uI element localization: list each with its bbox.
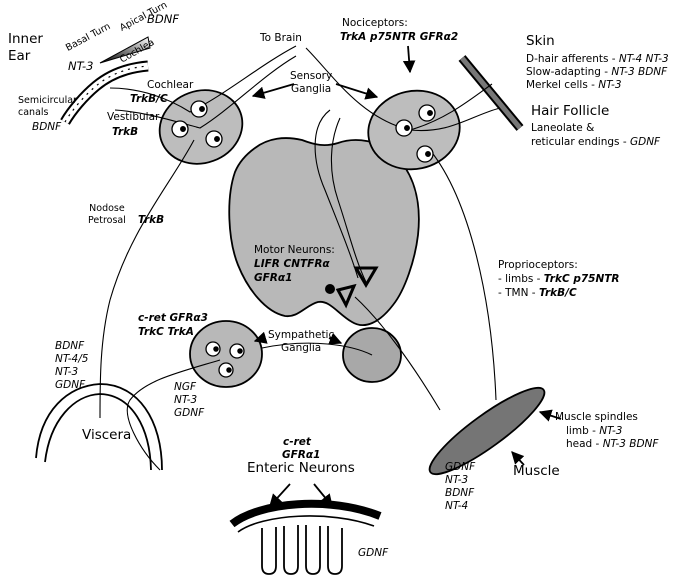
proprioceptors-limbs-text: - limbs [498,273,534,285]
hair-follicle-title: Hair Follicle [531,103,610,119]
hair-follicle-factor: GDNF [629,136,661,148]
muscle-factors: GDNF NT-3 BDNF NT-4 [445,461,475,514]
sensory-ganglia-line1: Sensory [290,70,333,82]
inner-ear-title: Inner Ear [8,31,43,65]
skin-row-d-hair: D-hair afferents - NT-4 NT-3 [526,53,669,65]
bdnf-gradient-label: BDNF [147,12,179,26]
nodose-receptor: TrkB [138,214,165,226]
nociceptors-label: Nociceptors: [342,17,408,29]
skin-row-merkel-name: Merkel cells [526,79,588,91]
muscle-spindles-title: Muscle spindles [555,411,638,423]
viscera-factor-nt3: NT-3 [55,366,79,379]
enteric-factor: GDNF [358,547,389,559]
sensory-ganglia-label: Sensory Ganglia [290,70,332,96]
proprioceptors-label: Proprioceptors: [498,259,578,271]
semicircular-factor: BDNF [32,121,62,133]
muscle-body [428,386,546,476]
inner-ear-title-line2: Ear [8,47,31,64]
muscle-spindles-limb-text: limb - [566,425,596,437]
sympathetic-factor-ngf: NGF [174,381,197,393]
sympathetic-line1: Sympathetic [268,329,335,341]
sympathetic-receptors-line1: c-ret GFRα3 [138,312,208,324]
enteric-receptor-line1: c-ret [283,436,311,448]
inner-ear-title-line1: Inner [8,31,43,47]
skin-row-merkel: Merkel cells - NT-3 [526,79,622,91]
proprioceptors-tmn-receptor: TrkB/C [538,287,577,299]
cochlear-label: Cochlear [147,79,194,91]
sympathetic-ganglion-left [189,320,263,388]
cochlea-coil [60,60,149,125]
enteric-gut [229,499,382,575]
muscle-spindles-limb-factor: NT-3 [599,425,623,437]
sensory-ganglia-line2: Ganglia [291,83,332,96]
semicircular-line2: canals [18,106,49,118]
viscera-title: Viscera [82,427,132,443]
proprioceptors-tmn: - TMN - TrkB/C [498,287,577,299]
muscle-factor-nt3: NT-3 [445,474,469,487]
nociceptors-receptors: TrkA p75NTR GFRα2 [340,31,459,43]
semicircular-canals-label: Semicircular canals [18,95,77,119]
sympathetic-factor-gdnf: GDNF [174,407,205,420]
muscle-factor-bdnf: BDNF [445,487,475,500]
proprioceptors-tmn-text: - TMN [498,287,529,299]
hair-follicle-line2-text: reticular endings [531,136,620,148]
skin-row-d-hair-factors: NT-4 NT-3 [618,53,669,65]
skin-row-slow-adapting-name: Slow-adapting [526,66,601,78]
viscera-factor-nt45: NT-4/5 [55,353,89,366]
skin-title: Skin [526,33,555,49]
vestibular-receptor: TrkB [112,126,139,138]
semicircular-line1: Semicircular [18,95,77,106]
viscera-factor-gdnf: GDNF [55,379,86,392]
sympathetic-ganglia-label: Sympathetic Ganglia [268,329,334,355]
nerve-fibers [99,45,501,471]
cochlear-receptor: TrkB/C [130,93,168,105]
enteric-receptor-line2: GFRα1 [282,449,321,461]
muscle-spindles-head-text: head - [566,438,600,450]
viscera-factor-bdnf: BDNF [55,340,85,352]
skin-band [458,55,524,131]
sympathetic-line2: Ganglia [281,342,322,355]
motor-neurons-label: Motor Neurons: [254,244,335,256]
spinal-cord [228,137,420,327]
skin-row-slow-adapting: Slow-adapting - NT-3 BDNF [526,66,668,78]
vestibular-label: Vestibular [107,111,160,123]
proprioceptors-limbs: - limbs - TrkC p75NTR [498,273,620,285]
muscle-spindles-limb: limb - NT-3 [566,425,622,438]
enteric-neurons-title: Enteric Neurons [247,460,355,476]
skin-row-d-hair-name: D-hair afferents [526,53,609,65]
skin-row-merkel-factors: NT-3 [598,79,622,91]
muscle-factor-nt4: NT-4 [445,500,469,513]
nodose-line: Nodose [89,203,125,214]
arrows [251,45,562,507]
viscera-factors: BDNF NT-4/5 NT-3 GDNF [55,340,88,393]
proprioceptors-limbs-receptor: TrkC p75NTR [543,273,620,285]
skin-row-slow-adapting-factors: NT-3 BDNF [611,66,668,78]
hair-follicle-line2: reticular endings - GDNF [531,136,661,148]
motor-neurons-receptors-line2: GFRα1 [254,272,293,284]
muscle-spindles-head: head - NT-3 BDNF [566,438,658,451]
neuron-cell-bodies [171,100,436,378]
sympathetic-factors: NGF NT-3 GDNF [174,381,204,420]
nt3-bdnf-gradient-wedge [99,36,151,64]
muscle-factor-gdnf: GDNF [445,461,476,473]
muscle-title: Muscle [513,463,560,479]
sympathetic-receptors-line2: TrkC TrkA [138,326,194,338]
sympathetic-factor-nt3: NT-3 [174,394,198,407]
motor-neuron-triangles [325,266,379,309]
to-brain-label: To Brain [260,32,302,44]
nt3-gradient-label: NT-3 [68,59,94,73]
hair-follicle-line1: Laneolate & [531,122,595,134]
petrosal-line: Petrosal [88,214,126,226]
motor-neurons-receptors-line1: LIFR CNTFRα [254,258,330,270]
muscle-spindles-head-factor: NT-3 BDNF [602,438,659,450]
nodose-petrosal-label: Nodose Petrosal [88,203,126,227]
